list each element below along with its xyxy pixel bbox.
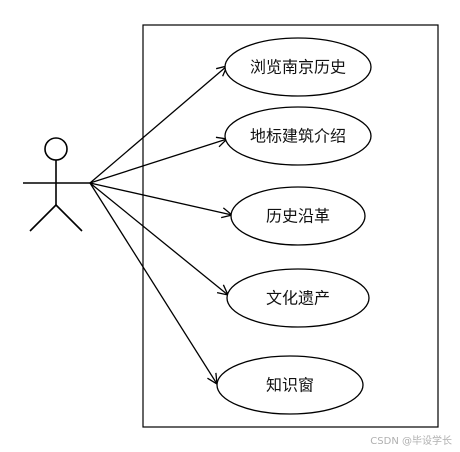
use-case-ellipse: [230, 186, 366, 246]
watermark: CSDN @毕设学长: [370, 434, 452, 447]
use-case-2: 地标建筑介绍: [224, 106, 372, 166]
use-case-5: 知识窗: [216, 355, 364, 415]
use-case-4: 文化遗产: [226, 268, 370, 328]
associations: [89, 66, 232, 384]
use-case-label: 文化遗产: [266, 289, 330, 308]
association-3: [89, 182, 232, 215]
actor-stick-figure: [23, 137, 90, 232]
use-case-ellipse: [216, 355, 364, 415]
use-case-1: 浏览南京历史: [224, 37, 372, 97]
actor-left-leg: [29, 204, 57, 232]
use-case-label: 知识窗: [266, 376, 314, 395]
actor-head: [44, 137, 68, 161]
use-case-ellipse: [224, 106, 372, 166]
association-4: [89, 182, 228, 295]
association-5: [89, 182, 217, 384]
use-case-label: 地标建筑介绍: [250, 127, 346, 146]
association-1: [89, 66, 227, 184]
association-2: [89, 139, 227, 184]
use-case-3: 历史沿革: [230, 186, 366, 246]
use-case-ellipse: [226, 268, 370, 328]
use-case-label: 历史沿革: [266, 207, 330, 226]
use-case-ellipse: [224, 37, 372, 97]
actor-right-leg: [55, 204, 83, 232]
use-case-label: 浏览南京历史: [250, 58, 346, 77]
